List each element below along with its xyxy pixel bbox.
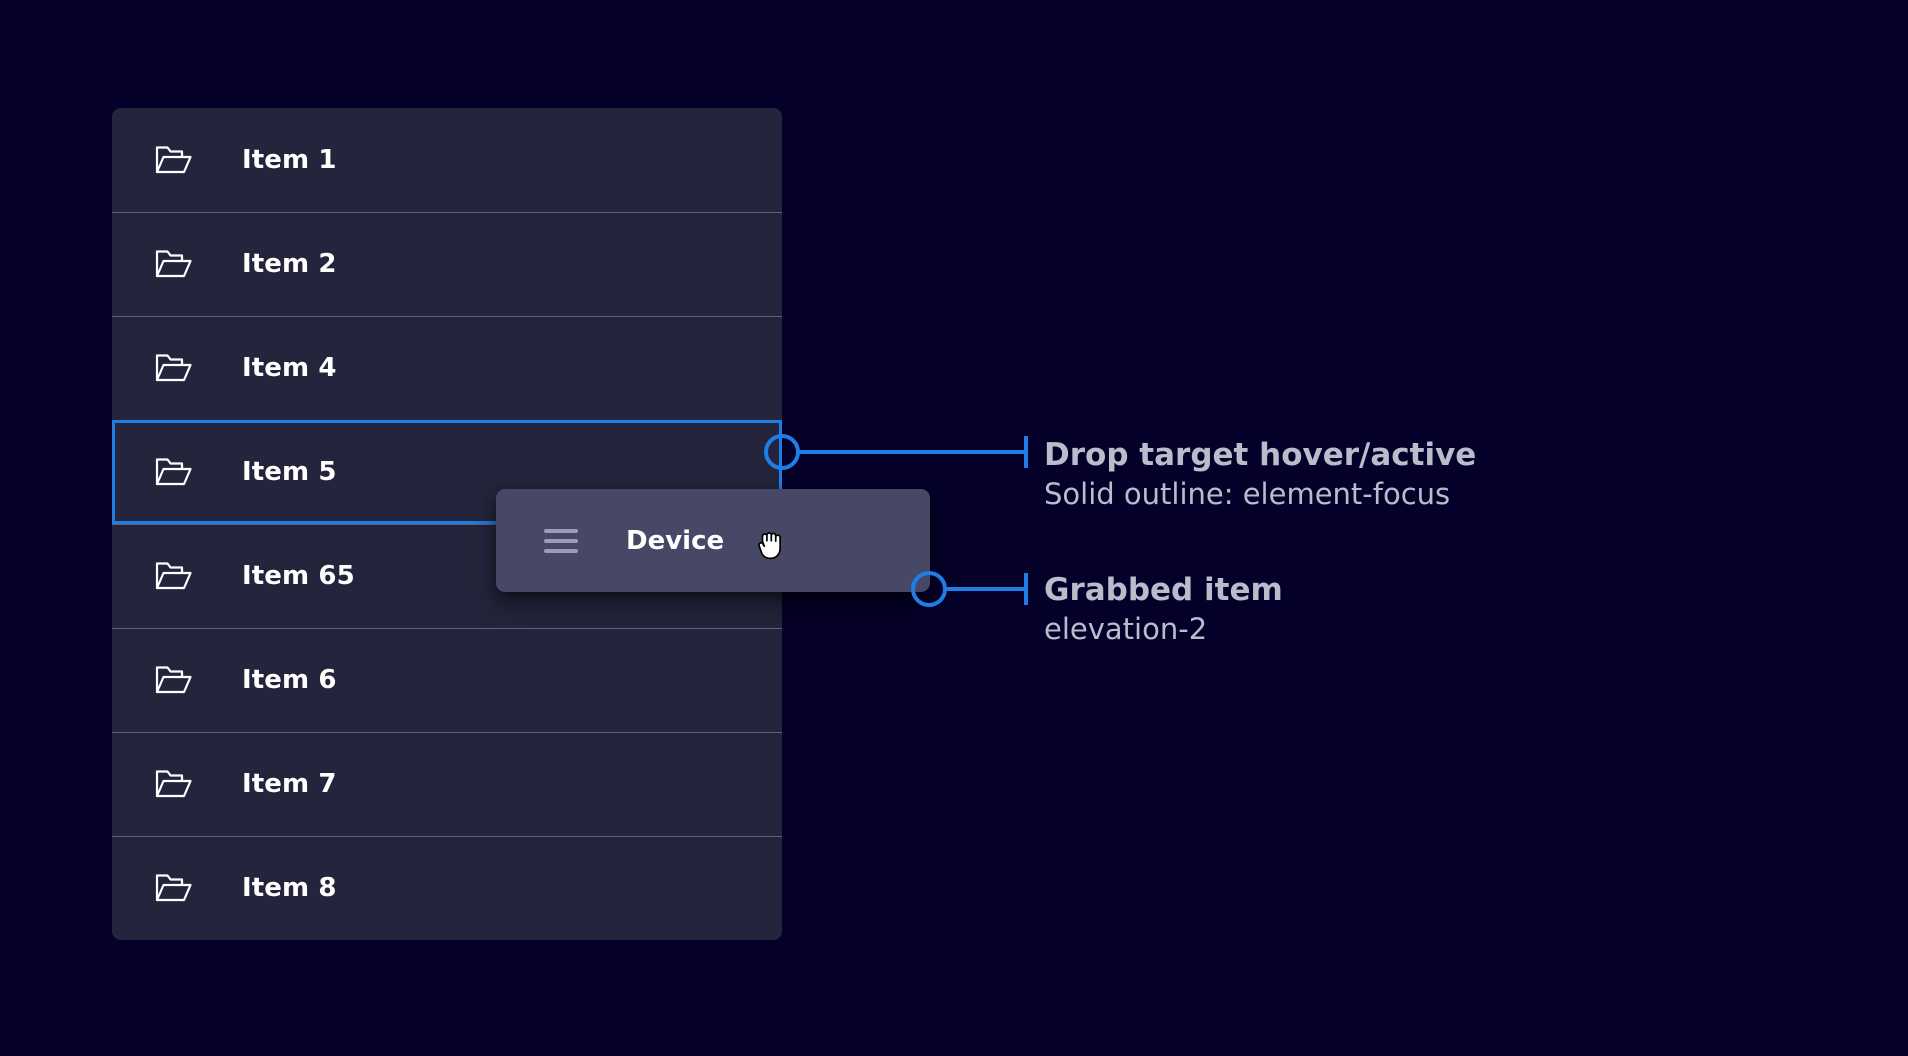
list-item-label: Item 65 [242, 561, 355, 591]
list-item-label: Item 8 [242, 873, 337, 903]
list-item[interactable]: Item 8 [112, 836, 782, 940]
grabbed-item-card[interactable]: Device [496, 489, 930, 592]
list-item-label: Item 1 [242, 145, 337, 175]
list-item[interactable]: Item 6 [112, 628, 782, 732]
folder-open-icon [154, 559, 192, 593]
folder-open-icon [154, 455, 192, 489]
leader-line-drop-target [764, 434, 1028, 470]
callout-subtitle: elevation-2 [1044, 611, 1208, 646]
callout-grabbed-item: Grabbed item elevation-2 [1044, 571, 1283, 648]
folder-open-icon [154, 351, 192, 385]
folder-open-icon [154, 247, 192, 281]
callout-title: Grabbed item [1044, 572, 1283, 608]
folder-open-icon [154, 767, 192, 801]
folder-open-icon [154, 871, 192, 905]
list-item-label: Item 5 [242, 457, 337, 487]
list-item-label: Item 7 [242, 769, 337, 799]
list-item-label: Item 6 [242, 665, 337, 695]
callout-drop-target: Drop target hover/active Solid outline: … [1044, 436, 1476, 513]
list-item[interactable]: Item 4 [112, 316, 782, 420]
callout-subtitle: Solid outline: element-focus [1044, 476, 1451, 511]
drag-handle-icon[interactable] [544, 528, 578, 553]
folder-open-icon [154, 143, 192, 177]
callout-title: Drop target hover/active [1044, 437, 1477, 473]
list-item[interactable]: Item 2 [112, 212, 782, 316]
list-item[interactable]: Item 1 [112, 108, 782, 212]
list-item[interactable]: Item 7 [112, 732, 782, 836]
folder-open-icon [154, 663, 192, 697]
list-item-label: Item 4 [242, 353, 337, 383]
grabbed-item-label: Device [626, 525, 725, 556]
list-item-label: Item 2 [242, 249, 337, 279]
